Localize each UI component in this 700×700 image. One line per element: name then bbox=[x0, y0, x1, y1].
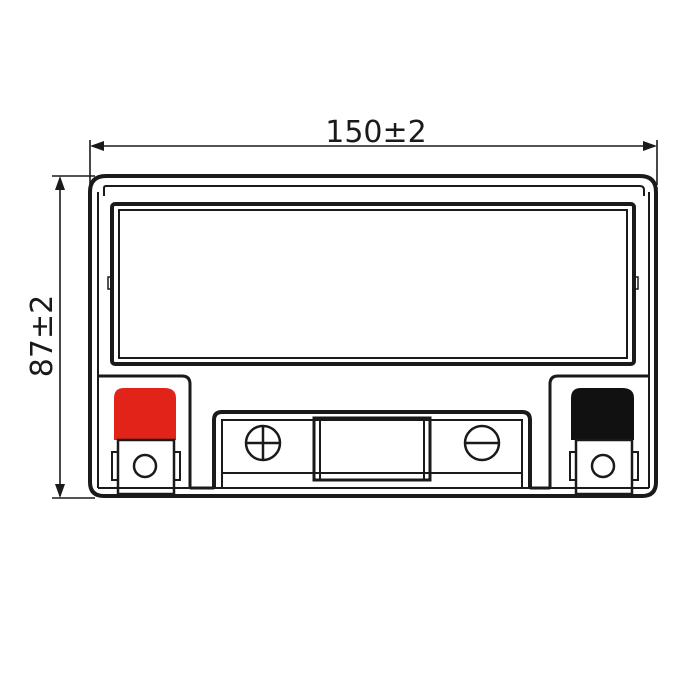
center-recess-outer bbox=[212, 410, 532, 488]
height-dimension-label: 87±2 bbox=[25, 295, 60, 377]
positive-tab-ear-right bbox=[173, 451, 181, 481]
positive-terminal-bay bbox=[98, 374, 192, 496]
width-dimension: 150±2 bbox=[89, 115, 658, 185]
label-window-outer bbox=[110, 202, 636, 366]
center-vent-block bbox=[312, 416, 432, 482]
label-clip-left bbox=[107, 276, 114, 290]
negative-terminal-bolt-hole bbox=[590, 453, 616, 479]
label-clip-right bbox=[632, 276, 639, 290]
battery-body bbox=[88, 174, 658, 498]
negative-tab-ear-right bbox=[631, 451, 639, 481]
center-recess-inner bbox=[221, 419, 523, 488]
negative-terminal-black-cap bbox=[571, 388, 634, 440]
positive-terminal-tab bbox=[116, 438, 176, 496]
height-arrow-top bbox=[55, 176, 65, 190]
positive-tab-ear-left bbox=[111, 451, 119, 481]
positive-terminal-bolt-hole bbox=[132, 453, 158, 479]
width-dimension-label: 150±2 bbox=[325, 115, 426, 150]
width-arrow-left bbox=[90, 141, 104, 151]
height-arrow-bottom bbox=[55, 484, 65, 498]
negative-tab-ear-left bbox=[569, 451, 577, 481]
negative-terminal-bay bbox=[548, 374, 649, 496]
height-dimension: 87±2 bbox=[25, 175, 95, 499]
battery-inner-top-edge bbox=[103, 185, 645, 196]
label-window bbox=[107, 202, 639, 366]
center-recess bbox=[212, 410, 532, 488]
negative-bay-outline bbox=[548, 374, 649, 488]
positive-terminal-red-cap bbox=[114, 388, 176, 440]
plus-circle-icon bbox=[244, 424, 282, 462]
minus-circle-icon bbox=[463, 424, 501, 462]
battery-outer-case bbox=[88, 174, 658, 498]
negative-terminal-tab bbox=[574, 438, 634, 496]
label-window-inner bbox=[118, 209, 628, 359]
width-arrow-right bbox=[643, 141, 657, 151]
positive-bay-outline bbox=[98, 374, 192, 488]
